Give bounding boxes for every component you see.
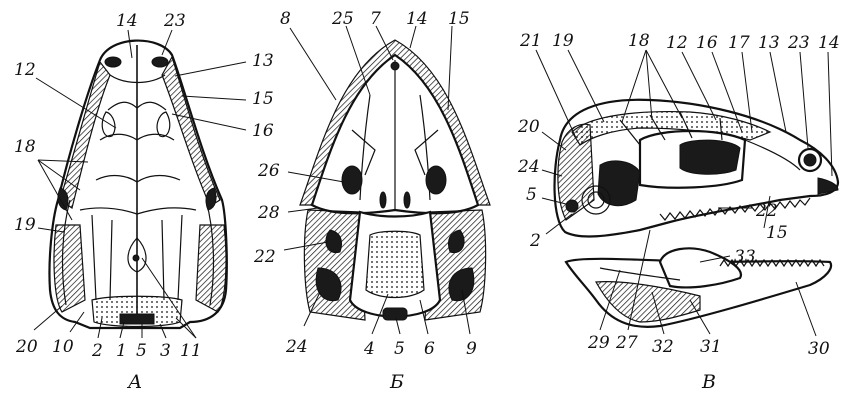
label-v-22: 22	[755, 201, 778, 221]
skull-a-condyles	[120, 314, 154, 324]
label-a-15: 15	[252, 89, 274, 109]
label-b-8: 8	[280, 9, 291, 29]
label-b-24: 24	[285, 337, 308, 357]
label-b-4: 4	[363, 339, 375, 359]
skull-b-choana-right	[426, 166, 446, 194]
label-v-16: 16	[696, 33, 718, 53]
label-v-24: 24	[517, 157, 540, 177]
skull-lateral-view: 21 19 18 12 16 17 13 23 14 20 24 5 2 22 …	[517, 31, 840, 393]
label-a-1: 1	[116, 341, 127, 361]
panel-letter-b: Б	[389, 371, 404, 393]
label-v-14: 14	[818, 33, 840, 53]
label-v-19: 19	[552, 31, 574, 51]
label-b-25: 25	[331, 9, 354, 29]
skull-v-condyle	[566, 200, 578, 212]
label-b-5: 5	[394, 339, 405, 359]
label-b-28: 28	[257, 203, 280, 223]
label-a-23: 23	[163, 11, 186, 31]
skull-b-choana-left	[342, 166, 362, 194]
skull-b-premaxilla-dot	[391, 62, 399, 70]
label-a-12: 12	[14, 60, 36, 80]
label-a-20: 20	[15, 337, 38, 357]
skull-v-orbit-dark	[680, 140, 740, 174]
label-v-23: 23	[787, 33, 810, 53]
label-a-14: 14	[116, 11, 138, 31]
label-a-10: 10	[52, 337, 74, 357]
label-b-26: 26	[257, 161, 280, 181]
label-v-5: 5	[526, 185, 537, 205]
label-v-31: 31	[700, 337, 722, 357]
label-b-7: 7	[370, 9, 381, 29]
label-b-22: 22	[253, 247, 276, 267]
skull-b-condyle	[383, 308, 407, 320]
skull-v-coronoid	[660, 248, 741, 287]
label-a-13: 13	[252, 51, 274, 71]
skull-a-left-quadrate	[54, 225, 85, 312]
label-v-15: 15	[766, 223, 788, 243]
label-v-29: 29	[587, 333, 610, 353]
label-v-30: 30	[808, 339, 830, 359]
label-a-16: 16	[252, 121, 274, 141]
skull-dorsal-view: 14 23 12 13 15 16 18 19 20 10 2 1 5 3 11…	[14, 11, 274, 393]
skull-a-naris-right	[152, 57, 168, 67]
label-v-13: 13	[758, 33, 780, 53]
skull-b-vacuity-left	[380, 192, 386, 208]
label-a-18: 18	[14, 137, 36, 157]
label-v-21: 21	[519, 31, 542, 51]
label-v-20: 20	[517, 117, 540, 137]
skull-b-vacuity-right	[404, 192, 410, 208]
label-v-2: 2	[529, 231, 541, 251]
panel-letter-a: А	[126, 371, 142, 393]
label-a-5: 5	[136, 341, 147, 361]
panel-letter-v: В	[701, 371, 716, 393]
label-v-33: 33	[734, 247, 756, 267]
skull-a-parietal-foramen	[133, 255, 139, 261]
label-v-18: 18	[628, 31, 650, 51]
label-v-12: 12	[666, 33, 688, 53]
label-a-19: 19	[14, 215, 36, 235]
label-v-27: 27	[615, 333, 638, 353]
label-a-2: 2	[91, 341, 103, 361]
label-v-32: 32	[652, 337, 674, 357]
skull-a-naris-left	[105, 57, 121, 67]
label-a-11: 11	[180, 341, 202, 361]
label-b-9: 9	[466, 339, 477, 359]
skull-v-nostril	[804, 154, 816, 166]
label-v-17: 17	[728, 33, 750, 53]
label-b-14: 14	[406, 9, 428, 29]
label-b-6: 6	[424, 339, 435, 359]
label-b-15: 15	[448, 9, 470, 29]
skull-ventral-view: 8 25 7 14 15 26 28 22 24 4 5 6 9 Б	[253, 9, 490, 393]
skull-b-basisphenoid	[366, 231, 424, 297]
label-a-3: 3	[160, 341, 171, 361]
